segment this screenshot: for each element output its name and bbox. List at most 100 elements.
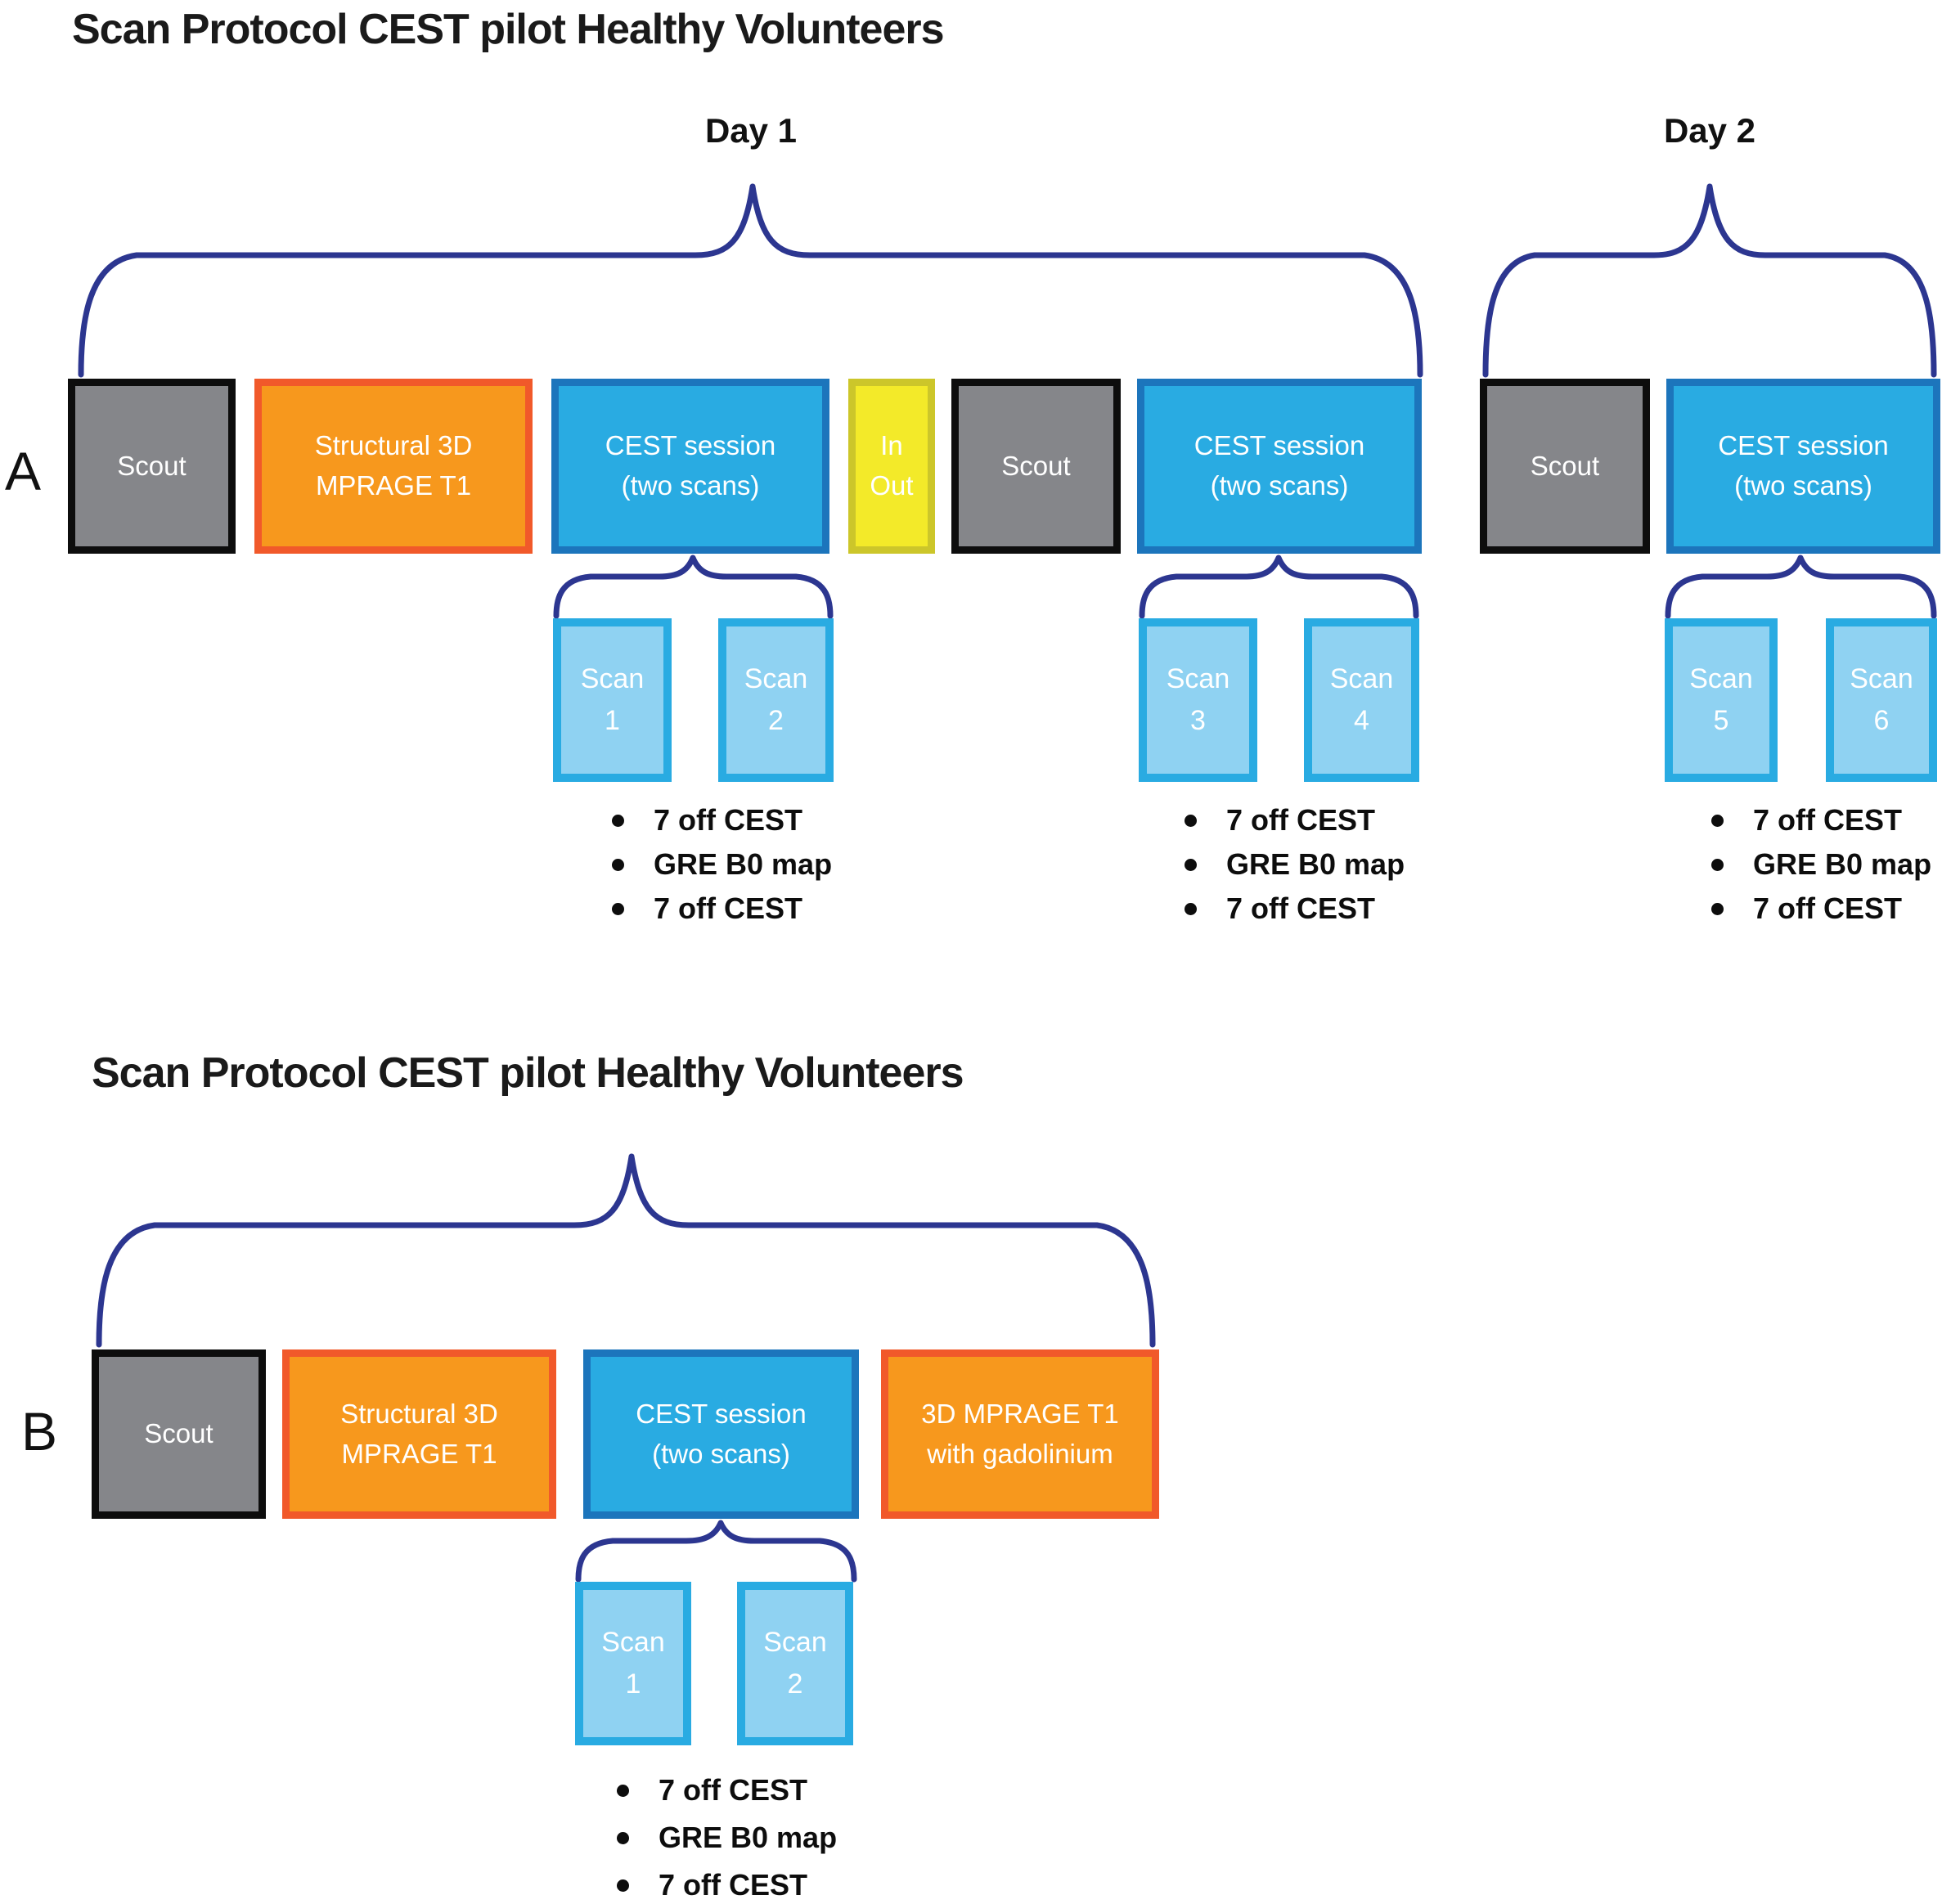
bullet-dot: [617, 1784, 629, 1797]
bullet-text: 7 off CEST: [1226, 803, 1376, 837]
session-brace: [1139, 555, 1419, 619]
scan-label-line2: 1: [605, 705, 620, 736]
box-label-line2: MPRAGE T1: [341, 1438, 497, 1469]
bullet-text: 7 off CEST: [659, 1868, 808, 1902]
bullet-item: 7 off CEST: [1185, 803, 1405, 837]
bullet-item: 7 off CEST: [617, 1773, 837, 1807]
scout-box: Scout: [92, 1349, 266, 1519]
bullet-text: 7 off CEST: [1753, 803, 1903, 837]
scan-box: Scan 1: [553, 618, 672, 782]
box-label: Scout: [144, 1418, 214, 1449]
box-label-line1: CEST session: [1718, 430, 1889, 461]
bullet-dot: [612, 814, 624, 827]
scan-box: Scan 6: [1826, 618, 1937, 782]
bullet-text: 7 off CEST: [1226, 891, 1376, 925]
bullet-dot: [1185, 814, 1197, 827]
bullet-item: GRE B0 map: [1185, 847, 1405, 881]
panel-a-letter: A: [5, 441, 42, 501]
scan-box: Scan 2: [718, 618, 834, 782]
box-label: Scout: [117, 450, 187, 481]
bullet-dot: [612, 858, 624, 871]
cest-session-box: CEST session (two scans): [583, 1349, 859, 1519]
bullet-item: 7 off CEST: [612, 803, 832, 837]
day2-label: Day 2: [1663, 111, 1756, 150]
scan-label-line1: Scan: [1329, 663, 1394, 694]
scan-label-line1: Scan: [1689, 663, 1753, 694]
gadolinium-mprage-box: 3D MPRAGE T1 with gadolinium: [881, 1349, 1159, 1519]
day1-brace: [78, 183, 1423, 378]
scout-box: Scout: [951, 379, 1121, 554]
box-label-line2: (two scans): [652, 1438, 790, 1469]
box-label-line2: (two scans): [1210, 470, 1349, 501]
bullet-item: GRE B0 map: [612, 847, 833, 881]
scan-label-line1: Scan: [1850, 663, 1913, 694]
panel-a-title: Scan Protocol CEST pilot Healthy Volunte…: [72, 6, 945, 53]
bullet-dot: [1711, 902, 1724, 915]
bullet-dot: [1185, 902, 1197, 915]
scan-label-line2: 3: [1190, 705, 1206, 736]
bullet-list: 7 off CEST GRE B0 map 7 off CEST: [612, 803, 833, 936]
bullet-item: 7 off CEST: [1185, 891, 1405, 925]
scan-label-line1: Scan: [601, 1627, 665, 1658]
scan-label-line2: 2: [787, 1668, 803, 1700]
box-label: Scout: [1530, 450, 1600, 481]
panel-b-title: Scan Protocol CEST pilot Healthy Volunte…: [92, 1049, 964, 1097]
scout-box: Scout: [1480, 379, 1650, 554]
bullet-text: 7 off CEST: [654, 891, 803, 925]
bullet-text: 7 off CEST: [654, 803, 803, 837]
scan-label-line1: Scan: [763, 1627, 827, 1658]
bullet-item: 7 off CEST: [1711, 803, 1931, 837]
box-label-line1: 3D MPRAGE T1: [921, 1398, 1119, 1429]
box-label-line2: (two scans): [1734, 470, 1872, 501]
scan-box: Scan 2: [737, 1582, 853, 1745]
bullet-dot: [612, 902, 624, 915]
bullet-list: 7 off CEST GRE B0 map 7 off CEST: [1711, 803, 1932, 936]
cest-session-box: CEST session (two scans): [551, 379, 829, 554]
scan-label-line2: 5: [1713, 705, 1729, 736]
bullet-list: 7 off CEST GRE B0 map 7 off CEST: [1185, 803, 1405, 936]
box-label: Scout: [1001, 450, 1071, 481]
scan-label-line1: Scan: [1166, 663, 1230, 694]
bullet-text: GRE B0 map: [654, 847, 833, 881]
box-label-line1: Structural 3D: [340, 1398, 498, 1429]
scan-box: Scan 3: [1139, 618, 1257, 782]
scan-box: Scan 5: [1665, 618, 1778, 782]
bullet-text: GRE B0 map: [1226, 847, 1405, 881]
bullet-text: 7 off CEST: [659, 1773, 808, 1807]
scan-label-line2: 1: [625, 1668, 641, 1700]
scan-box: Scan 1: [575, 1582, 691, 1745]
bullet-text: 7 off CEST: [1753, 891, 1903, 925]
panel-b-brace: [96, 1153, 1156, 1348]
bullet-item: 7 off CEST: [1711, 891, 1931, 925]
bullet-dot: [1185, 858, 1197, 871]
in-out-box: In Out: [848, 379, 935, 554]
scout-box: Scout: [68, 379, 236, 554]
scan-box: Scan 4: [1304, 618, 1419, 782]
bullet-dot: [1711, 858, 1724, 871]
structural-mprage-box: Structural 3D MPRAGE T1: [254, 379, 533, 554]
scan-label-line1: Scan: [744, 663, 808, 694]
cest-session-box: CEST session (two scans): [1666, 379, 1940, 554]
structural-mprage-box: Structural 3D MPRAGE T1: [282, 1349, 556, 1519]
box-label-line2: Out: [870, 470, 914, 501]
box-label-line1: Structural 3D: [314, 430, 473, 461]
bullet-item: GRE B0 map: [1711, 847, 1932, 881]
box-label-line1: CEST session: [1194, 430, 1365, 461]
bullet-item: GRE B0 map: [617, 1821, 837, 1855]
day2-brace: [1482, 183, 1937, 378]
bullet-text: GRE B0 map: [659, 1821, 838, 1854]
scan-label-line2: 2: [768, 705, 784, 736]
scan-label-line2: 4: [1354, 705, 1369, 736]
box-label-line1: CEST session: [605, 430, 776, 461]
day1-label: Day 1: [704, 111, 798, 150]
cest-session-box: CEST session (two scans): [1137, 379, 1422, 554]
box-label-line2: with gadolinium: [927, 1438, 1113, 1469]
bullet-text: GRE B0 map: [1753, 847, 1932, 881]
bullet-item: 7 off CEST: [612, 891, 832, 925]
session-brace: [1665, 555, 1937, 619]
box-label-line1: CEST session: [636, 1398, 807, 1429]
session-brace: [575, 1520, 857, 1583]
bullet-list: 7 off CEST GRE B0 map 7 off CEST: [617, 1773, 837, 1904]
bullet-item: 7 off CEST: [617, 1868, 837, 1902]
